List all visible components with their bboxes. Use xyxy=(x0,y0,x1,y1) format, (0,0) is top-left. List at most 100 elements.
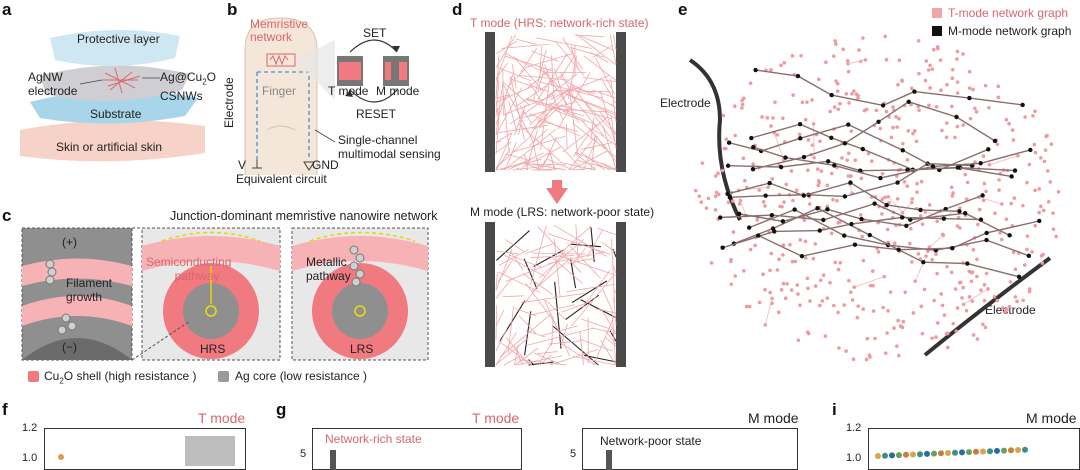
t-graph-node xyxy=(912,311,916,315)
t-graph-node xyxy=(981,323,985,327)
nanowire xyxy=(533,50,546,100)
t-graph-node xyxy=(901,142,905,146)
t-graph-node xyxy=(838,102,842,106)
m-graph-node xyxy=(921,260,925,264)
t-graph-node xyxy=(1009,202,1013,206)
nanowire xyxy=(542,137,557,170)
t-graph-node xyxy=(791,199,795,203)
panel-label-g: g xyxy=(276,400,286,420)
t-graph-node xyxy=(724,137,728,141)
t-graph-node xyxy=(917,72,921,76)
g-plot-frame xyxy=(312,428,522,470)
t-graph-node xyxy=(699,200,703,204)
t-graph-node xyxy=(1007,122,1011,126)
m-graph-node xyxy=(829,136,833,140)
t-graph-node xyxy=(984,84,988,88)
t-graph-edge xyxy=(814,124,815,158)
t-graph-node xyxy=(913,129,917,133)
t-graph-node xyxy=(830,232,834,236)
t-graph-node xyxy=(742,157,746,161)
panel-label-h: h xyxy=(554,400,564,420)
t-graph-node xyxy=(935,272,939,276)
t-mode-label: T mode xyxy=(328,84,368,98)
t-graph-node xyxy=(928,64,932,68)
i-scatter-point xyxy=(987,448,993,454)
memristive-line1: Memristive xyxy=(250,17,308,31)
t-graph-node xyxy=(973,107,977,111)
t-graph-node xyxy=(856,96,860,100)
filament-line2: growth xyxy=(66,290,102,304)
m-graph-node xyxy=(842,233,846,237)
ag-legend-label: Ag core (low resistance ) xyxy=(235,369,367,383)
t-graph-node xyxy=(885,58,889,62)
t-graph-node xyxy=(1021,204,1025,208)
t-graph-node xyxy=(921,222,925,226)
i-scatter-point xyxy=(910,452,916,458)
t-graph-node xyxy=(818,304,822,308)
t-graph-node xyxy=(890,136,894,140)
t-graph-node xyxy=(798,303,802,307)
nanowire xyxy=(555,282,561,349)
m-graph-node xyxy=(800,254,804,258)
m-graph-node xyxy=(802,193,806,197)
m-graph-node xyxy=(954,115,958,119)
t-graph-node xyxy=(826,183,830,187)
m-graph-node xyxy=(900,215,904,219)
t-graph-node xyxy=(776,268,780,272)
m-graph-node xyxy=(802,155,806,159)
t-graph-node xyxy=(898,58,902,62)
t-graph-node xyxy=(762,200,766,204)
t-graph-node xyxy=(1054,235,1058,239)
set-label: SET xyxy=(363,26,386,40)
electrode-vertical-label: Electrode xyxy=(222,77,236,128)
f-ytick-2: 1.0 xyxy=(22,452,37,464)
m-graph-path xyxy=(753,102,995,169)
t-graph-node xyxy=(906,158,910,162)
t-graph-node xyxy=(910,86,914,90)
t-graph-node xyxy=(1028,163,1032,167)
m-graph-node xyxy=(798,136,802,140)
i-scatter-point xyxy=(882,453,888,459)
reset-label: RESET xyxy=(356,107,396,121)
t-graph-node xyxy=(873,337,877,341)
t-graph-node xyxy=(845,92,849,96)
t-graph-node xyxy=(895,125,899,129)
t-graph-node xyxy=(1042,209,1046,213)
t-graph-node xyxy=(892,326,896,330)
t-graph-node xyxy=(1057,190,1061,194)
m-mode-wires xyxy=(496,224,616,365)
t-graph-node xyxy=(945,121,949,125)
t-graph-node xyxy=(983,283,987,287)
i-mode-label: M mode xyxy=(1026,410,1077,426)
memristive-network-label: Memristive network xyxy=(250,18,308,44)
t-graph-node xyxy=(972,333,976,337)
i-ytick-1: 1.2 xyxy=(846,422,861,434)
m-graph-node xyxy=(751,145,755,149)
g-mode-label: T mode xyxy=(472,410,519,426)
nanowire xyxy=(516,39,536,44)
t-graph-node xyxy=(946,346,950,350)
t-graph-node xyxy=(897,354,901,358)
nanowire xyxy=(503,296,524,297)
m-graph-node xyxy=(751,167,755,171)
t-graph-node xyxy=(743,179,747,183)
t-graph-node xyxy=(906,129,910,133)
t-graph-node xyxy=(884,351,888,355)
m-graph-node xyxy=(1013,168,1017,172)
t-graph-node xyxy=(758,301,762,305)
m-graph-node xyxy=(912,89,916,93)
m-graph-node xyxy=(781,219,785,223)
t-graph-node xyxy=(727,200,731,204)
t-graph-node xyxy=(769,124,773,128)
t-graph-node xyxy=(791,93,795,97)
t-graph-node xyxy=(755,218,759,222)
single-channel-label: Single-channel multimodal sensing xyxy=(338,133,441,161)
t-graph-node xyxy=(780,288,784,292)
m-graph-node xyxy=(872,201,876,205)
nanowire xyxy=(526,98,569,111)
m-graph-node xyxy=(1027,254,1031,258)
t-graph-node xyxy=(919,305,923,309)
nanowire xyxy=(599,111,616,133)
m-graph-node xyxy=(726,164,730,168)
t-graph-node xyxy=(860,235,864,239)
